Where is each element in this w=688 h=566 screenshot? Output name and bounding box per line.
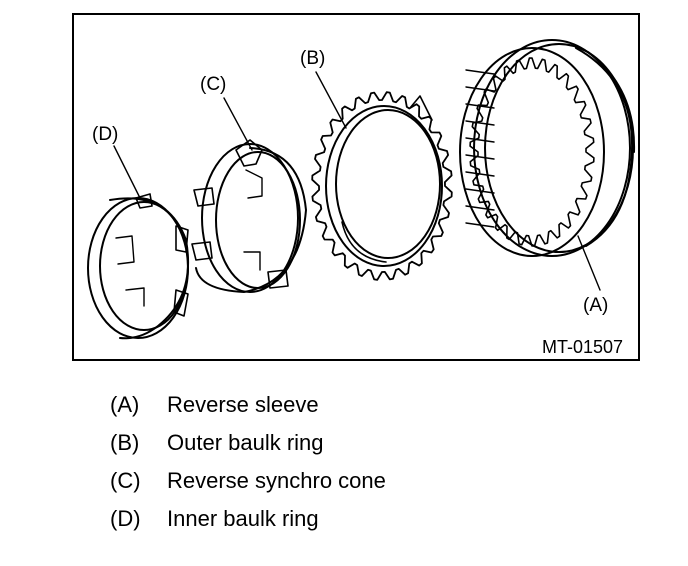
sleeve-spline-line xyxy=(465,154,495,160)
outer-baulk-ring-teeth xyxy=(311,91,453,281)
legend-code: (D) xyxy=(110,506,141,531)
leader-b xyxy=(315,71,347,129)
callout-b: (B) xyxy=(300,48,325,69)
callout-a: (A) xyxy=(583,295,608,316)
inner-baulk-ring-part xyxy=(87,193,190,340)
legend-code: (A) xyxy=(110,392,140,417)
leader-d xyxy=(113,145,141,199)
sleeve-spline-line xyxy=(465,188,495,194)
reverse-synchro-cone-part xyxy=(191,139,307,293)
sleeve-spline-line xyxy=(465,222,495,228)
parts-legend: (A) Reverse sleeve (B) Outer baulk ring (C… xyxy=(110,390,386,542)
legend-code: (B) xyxy=(110,430,140,455)
sleeve-spline-line xyxy=(465,120,495,126)
sleeve-spline-line xyxy=(465,137,495,143)
callout-d: (D) xyxy=(92,124,118,145)
sleeve-spline-line xyxy=(465,86,495,92)
outer-baulk-ring-part xyxy=(311,91,453,281)
figure-frame xyxy=(72,13,640,361)
sleeve-spline-line xyxy=(465,69,495,75)
sleeve-internal-teeth xyxy=(469,57,595,247)
callout-c: (C) xyxy=(200,74,226,95)
sleeve-spline-line xyxy=(465,205,495,211)
reverse-sleeve-part xyxy=(459,39,636,257)
legend-item: (C) Reverse synchro cone xyxy=(110,466,386,504)
sleeve-splines xyxy=(465,69,495,228)
legend-item: (B) Outer baulk ring xyxy=(110,428,386,466)
legend-label: Reverse synchro cone xyxy=(167,468,386,493)
leader-a xyxy=(577,235,601,291)
sleeve-spline-line xyxy=(465,103,495,109)
legend-item: (A) Reverse sleeve xyxy=(110,390,386,428)
legend-label: Outer baulk ring xyxy=(167,430,324,455)
legend-label: Reverse sleeve xyxy=(167,392,319,417)
leader-c xyxy=(223,97,253,151)
legend-label: Inner baulk ring xyxy=(167,506,319,531)
legend-item: (D) Inner baulk ring xyxy=(110,504,386,542)
sleeve-spline-line xyxy=(465,171,495,177)
legend-code: (C) xyxy=(110,468,141,493)
figure-code: MT-01507 xyxy=(542,337,623,357)
